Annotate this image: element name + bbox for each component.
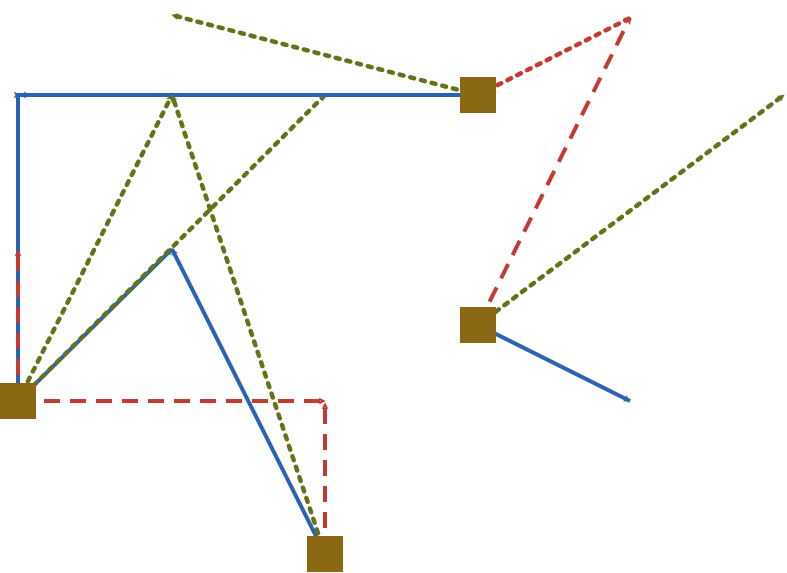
edge-green-dotted-n2-7 [169,12,481,98]
node-n1[interactable] [0,383,36,419]
edge-blue-solid-n1-0 [13,91,21,401]
node-n3[interactable] [460,307,496,343]
edge-layer [13,12,787,557]
node-n4[interactable] [307,536,343,572]
edge-red-dotted-n2-8 [475,15,633,98]
edge-red-dashed-n3-9 [476,17,632,326]
edge-green-dotted-n1-4 [15,92,175,404]
edge-green-dotted-n1-5 [15,92,328,404]
edge-green-dotted-n4-13 [169,92,328,557]
edge-blue-solid-n4-12 [170,248,327,555]
node-layer [0,77,496,572]
node-n2[interactable] [460,77,496,113]
edge-green-dotted-n3-10 [475,92,787,328]
edge-blue-solid-n3-11 [477,323,631,403]
